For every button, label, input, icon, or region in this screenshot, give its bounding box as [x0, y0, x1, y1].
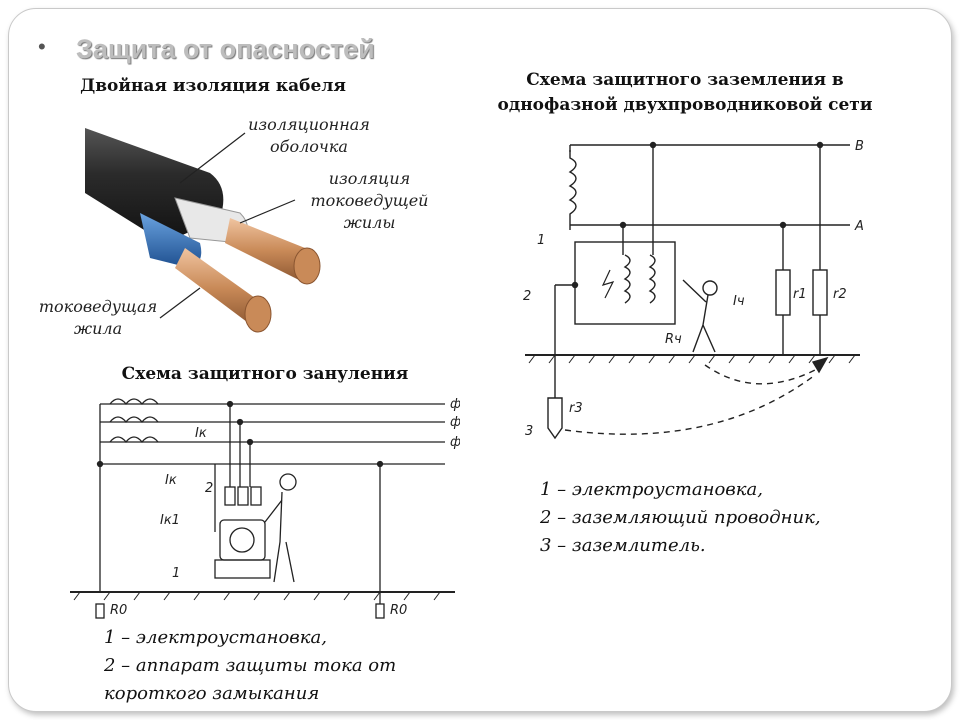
cable-heading: Двойная изоляция кабеля	[80, 76, 346, 96]
installation-coil-1	[623, 254, 631, 304]
label-sheath-line1: изоляционная	[248, 115, 370, 134]
motor-rotor	[229, 527, 255, 553]
label-B: B	[855, 139, 864, 154]
grounding-legend-item: 3 – заземлитель.	[540, 535, 706, 556]
grounding-diagram: B A 1 2 3 Iч Rч r1 r2 r3	[523, 139, 864, 440]
label-core-insulation-line1: изоляция	[328, 169, 411, 188]
label-Ik-top: Iк	[195, 426, 207, 441]
label-sheath-line2: оболочка	[270, 137, 348, 156]
label-2: 2	[523, 289, 531, 304]
slide-title: Защита от опасностей	[76, 34, 375, 64]
label-R0-right: R0	[390, 603, 407, 618]
label-phi-1: ф	[450, 397, 460, 412]
label-core-line1: токоведущая	[38, 297, 158, 316]
grounding-legend-item: 1 – электроустановка,	[540, 479, 763, 500]
label-Rch: Rч	[665, 332, 682, 347]
label-1: 1	[172, 566, 180, 581]
r0-left	[95, 603, 105, 619]
label-sheath: изоляционная оболочка	[234, 114, 384, 158]
label-r3: r3	[569, 401, 583, 416]
installation-box	[574, 241, 676, 325]
source-coil	[568, 150, 577, 230]
leader-core-insulation	[239, 199, 296, 224]
label-core-insulation-line3: жилы	[343, 213, 396, 232]
zeroing-heading: Схема защитного зануления	[121, 364, 409, 384]
grounding-heading-line1: Схема защитного заземления в	[526, 70, 844, 90]
coil-2	[109, 416, 159, 424]
label-1: 1	[537, 233, 545, 248]
worker-body	[264, 491, 295, 583]
fuse-3	[250, 486, 262, 506]
copper-core-upper	[225, 218, 313, 283]
zeroing-diagram: ф ф ф Iк Iк Iк1 2 1 R0 R0	[70, 397, 460, 619]
copper-core-lower-end	[244, 295, 272, 333]
motor-body	[219, 519, 266, 561]
label-2: 2	[205, 481, 213, 496]
current-path-1	[704, 364, 816, 385]
label-r2: r2	[833, 287, 847, 302]
fuse-2	[237, 486, 249, 506]
grounding-legend-item: 2 – заземляющий проводник,	[540, 507, 821, 528]
worker-head	[279, 473, 297, 491]
grounding-heading: Схема защитного заземления в однофазной …	[455, 68, 915, 118]
cable-illustration	[85, 128, 321, 333]
bullet-icon: •	[38, 34, 46, 59]
label-phi-2: ф	[450, 415, 460, 430]
label-Ik: Iк	[165, 473, 177, 488]
leader-core	[159, 287, 201, 319]
fuse-1	[224, 486, 236, 506]
zeroing-legend-item: короткого замыкания	[104, 683, 320, 704]
label-A: A	[854, 219, 864, 234]
label-R0-left: R0	[110, 603, 127, 618]
r0-right	[375, 603, 385, 619]
leader-sheath	[179, 132, 246, 184]
person-body	[682, 279, 716, 353]
grounding-heading-line2: однофазной двухпроводниковой сети	[497, 95, 873, 115]
label-core: токоведущая жила	[28, 296, 168, 340]
installation-coil-2	[648, 254, 656, 304]
zeroing-legend: 1 – электроустановка, 2 – аппарат защиты…	[104, 624, 396, 708]
label-Ik1: Iк1	[160, 513, 180, 528]
resistor-r1	[775, 269, 791, 316]
label-core-line2: жила	[73, 319, 123, 338]
label-r1: r1	[793, 287, 807, 302]
zeroing-ground-hatch	[73, 591, 441, 601]
grounding-legend: 1 – электроустановка, 2 – заземляющий пр…	[540, 476, 821, 560]
ground-hatch	[528, 354, 856, 364]
current-path-2	[564, 374, 816, 435]
resistor-r2	[812, 269, 828, 316]
current-arrow	[811, 356, 829, 374]
fault-icon	[601, 269, 615, 299]
coil-3	[109, 436, 159, 444]
coil-1	[109, 398, 159, 406]
zeroing-legend-item: 1 – электроустановка,	[104, 627, 327, 648]
label-core-insulation-line2: токоведущей	[310, 191, 429, 210]
label-phi-3: ф	[450, 435, 460, 450]
person-head	[702, 280, 718, 296]
copper-core-upper-end	[293, 247, 321, 285]
label-Ich: Iч	[733, 294, 745, 309]
earth-electrode	[547, 397, 563, 440]
motor-base	[214, 559, 271, 579]
label-core-insulation: изоляция токоведущей жилы	[302, 168, 437, 234]
copper-core-lower	[175, 248, 263, 328]
zeroing-legend-item: 2 – аппарат защиты тока от	[104, 655, 397, 676]
slide-frame	[8, 8, 952, 712]
label-3: 3	[525, 424, 533, 439]
node-box	[571, 281, 579, 289]
